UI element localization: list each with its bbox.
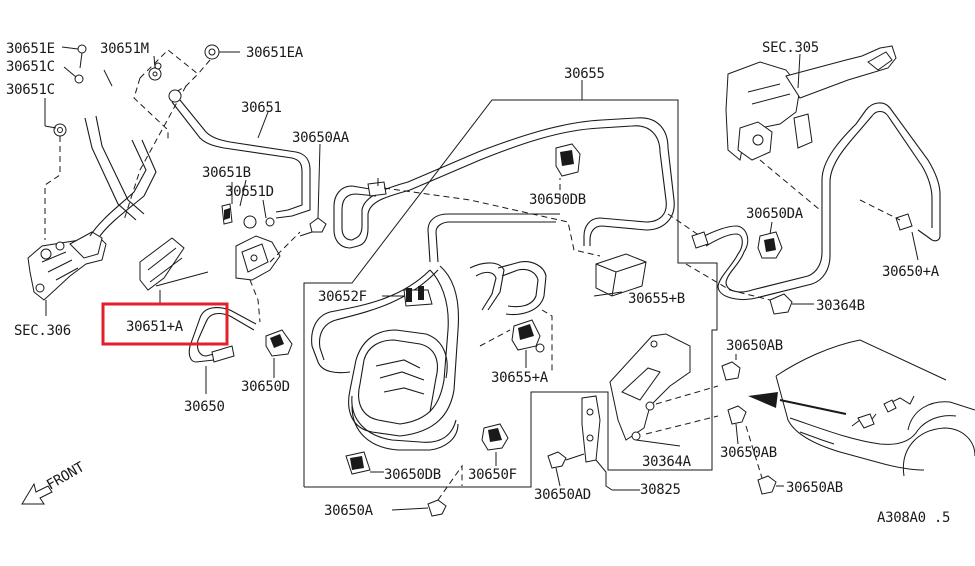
clip-30651C-upper xyxy=(63,66,84,84)
label-30650A-right: 30650+A xyxy=(882,264,940,280)
label-30651C-lower: 30651C xyxy=(6,82,55,98)
pipe-30650-left xyxy=(188,307,257,363)
dash-ab xyxy=(745,425,763,479)
label-30651C-upper: 30651C xyxy=(6,59,55,75)
bolt-30651E xyxy=(61,44,87,69)
fitting-30655-left xyxy=(367,178,387,197)
dash-30655 xyxy=(383,187,601,257)
label-30364A: 30364A xyxy=(642,454,692,470)
label-30651EA: 30651EA xyxy=(246,45,304,61)
hose-left-b xyxy=(99,139,157,237)
label-30650AB-3: 30650AB xyxy=(786,480,843,496)
bolt-30650AA xyxy=(299,143,327,237)
mounting-bracket-left xyxy=(235,235,281,281)
highlight-box xyxy=(101,302,229,346)
label-30650: 30650 xyxy=(184,399,225,415)
front-arrow-icon xyxy=(21,482,53,505)
leader-30655B xyxy=(593,291,623,297)
label-30650DB-bottom: 30650DB xyxy=(384,467,441,483)
fitting-30651EA xyxy=(204,44,240,60)
label-30651D: 30651D xyxy=(225,184,274,200)
clip-30650F xyxy=(481,423,509,466)
label-30651E: 30651E xyxy=(6,41,55,57)
dash-bracket-area xyxy=(123,49,199,221)
dash-30655A xyxy=(479,309,553,372)
label-sec306: SEC.306 xyxy=(14,323,71,339)
dash-sec305 xyxy=(759,159,821,211)
label-30364B: 30364B xyxy=(816,298,865,314)
dash-right-pipe xyxy=(667,199,901,237)
clip-30651B xyxy=(221,203,233,225)
leader-30651B xyxy=(239,179,247,207)
leader-sec305 xyxy=(797,53,801,89)
label-30650A: 30650A xyxy=(324,503,374,519)
clip-30651A xyxy=(139,237,209,304)
label-30650AB-1: 30650AB xyxy=(726,338,783,354)
sub-frame-30825 xyxy=(531,391,609,470)
switch-30364B xyxy=(769,293,814,315)
label-30650F: 30650F xyxy=(468,467,517,483)
label-diagram-ref: A308A0 .5 xyxy=(877,510,950,526)
label-30650D: 30650D xyxy=(241,379,290,395)
clip-30650D xyxy=(265,329,293,378)
location-arrow xyxy=(748,392,847,415)
bolt-30650AB-1 xyxy=(721,361,741,381)
hose-left-a xyxy=(89,139,147,237)
label-30650AA: 30650AA xyxy=(292,130,350,146)
leader-30651 xyxy=(257,111,269,139)
label-30651M: 30651M xyxy=(100,41,149,57)
pipe-30651C xyxy=(84,115,145,221)
clip-30652F xyxy=(382,286,433,307)
label-30651A: 30651+A xyxy=(126,319,184,335)
dash-30364A xyxy=(645,385,719,435)
label-30651B: 30651B xyxy=(202,165,251,181)
leader-30651M xyxy=(103,69,113,87)
bracket-30364A xyxy=(609,333,691,447)
fitting-30650 xyxy=(205,345,235,394)
label-30651: 30651 xyxy=(241,100,282,116)
bolt-30650A xyxy=(391,464,463,517)
pipe-30651 xyxy=(168,89,311,219)
label-30650DB-top: 30650DB xyxy=(529,192,586,208)
bolt-30650AD xyxy=(547,451,585,487)
bracket-30651M xyxy=(148,55,162,81)
bolt-30650AB-2 xyxy=(727,405,747,445)
block-30655B xyxy=(595,253,647,297)
pipe-30655-main xyxy=(333,117,675,249)
dash-left-1 xyxy=(44,136,61,240)
master-cylinder-sec305 xyxy=(725,45,897,161)
bolt-30650AB-3 xyxy=(757,475,784,495)
slave-cylinder xyxy=(27,231,107,301)
fitting-30650A-right xyxy=(691,213,919,261)
label-30650AB-2: 30650AB xyxy=(720,445,777,461)
label-30652F: 30652F xyxy=(318,289,367,305)
bracket-30825 xyxy=(581,395,613,491)
label-sec305: SEC.305 xyxy=(762,40,819,56)
label-30655A: 30655+A xyxy=(491,370,549,386)
label-30650AD: 30650AD xyxy=(534,487,591,503)
clip-30650DB-top xyxy=(555,143,581,177)
label-30655: 30655 xyxy=(564,66,605,82)
pipe-30655-connector xyxy=(427,213,560,263)
vehicle-location-sketch xyxy=(775,339,975,477)
label-front: FRONT xyxy=(44,459,88,494)
clip-30650DA xyxy=(757,221,783,259)
clip-30655A xyxy=(511,319,545,368)
clip-30650DB-bottom xyxy=(345,451,384,475)
clip-30651D xyxy=(231,182,275,229)
dash-bracket-left xyxy=(249,231,301,323)
pipe-30650A-right xyxy=(699,102,941,301)
washer-30651C-lower xyxy=(44,98,67,137)
label-30650DA: 30650DA xyxy=(746,206,804,222)
dash-ea xyxy=(197,59,211,75)
label-30825: 30825 xyxy=(640,482,681,498)
label-30655B: 30655+B xyxy=(628,291,685,307)
